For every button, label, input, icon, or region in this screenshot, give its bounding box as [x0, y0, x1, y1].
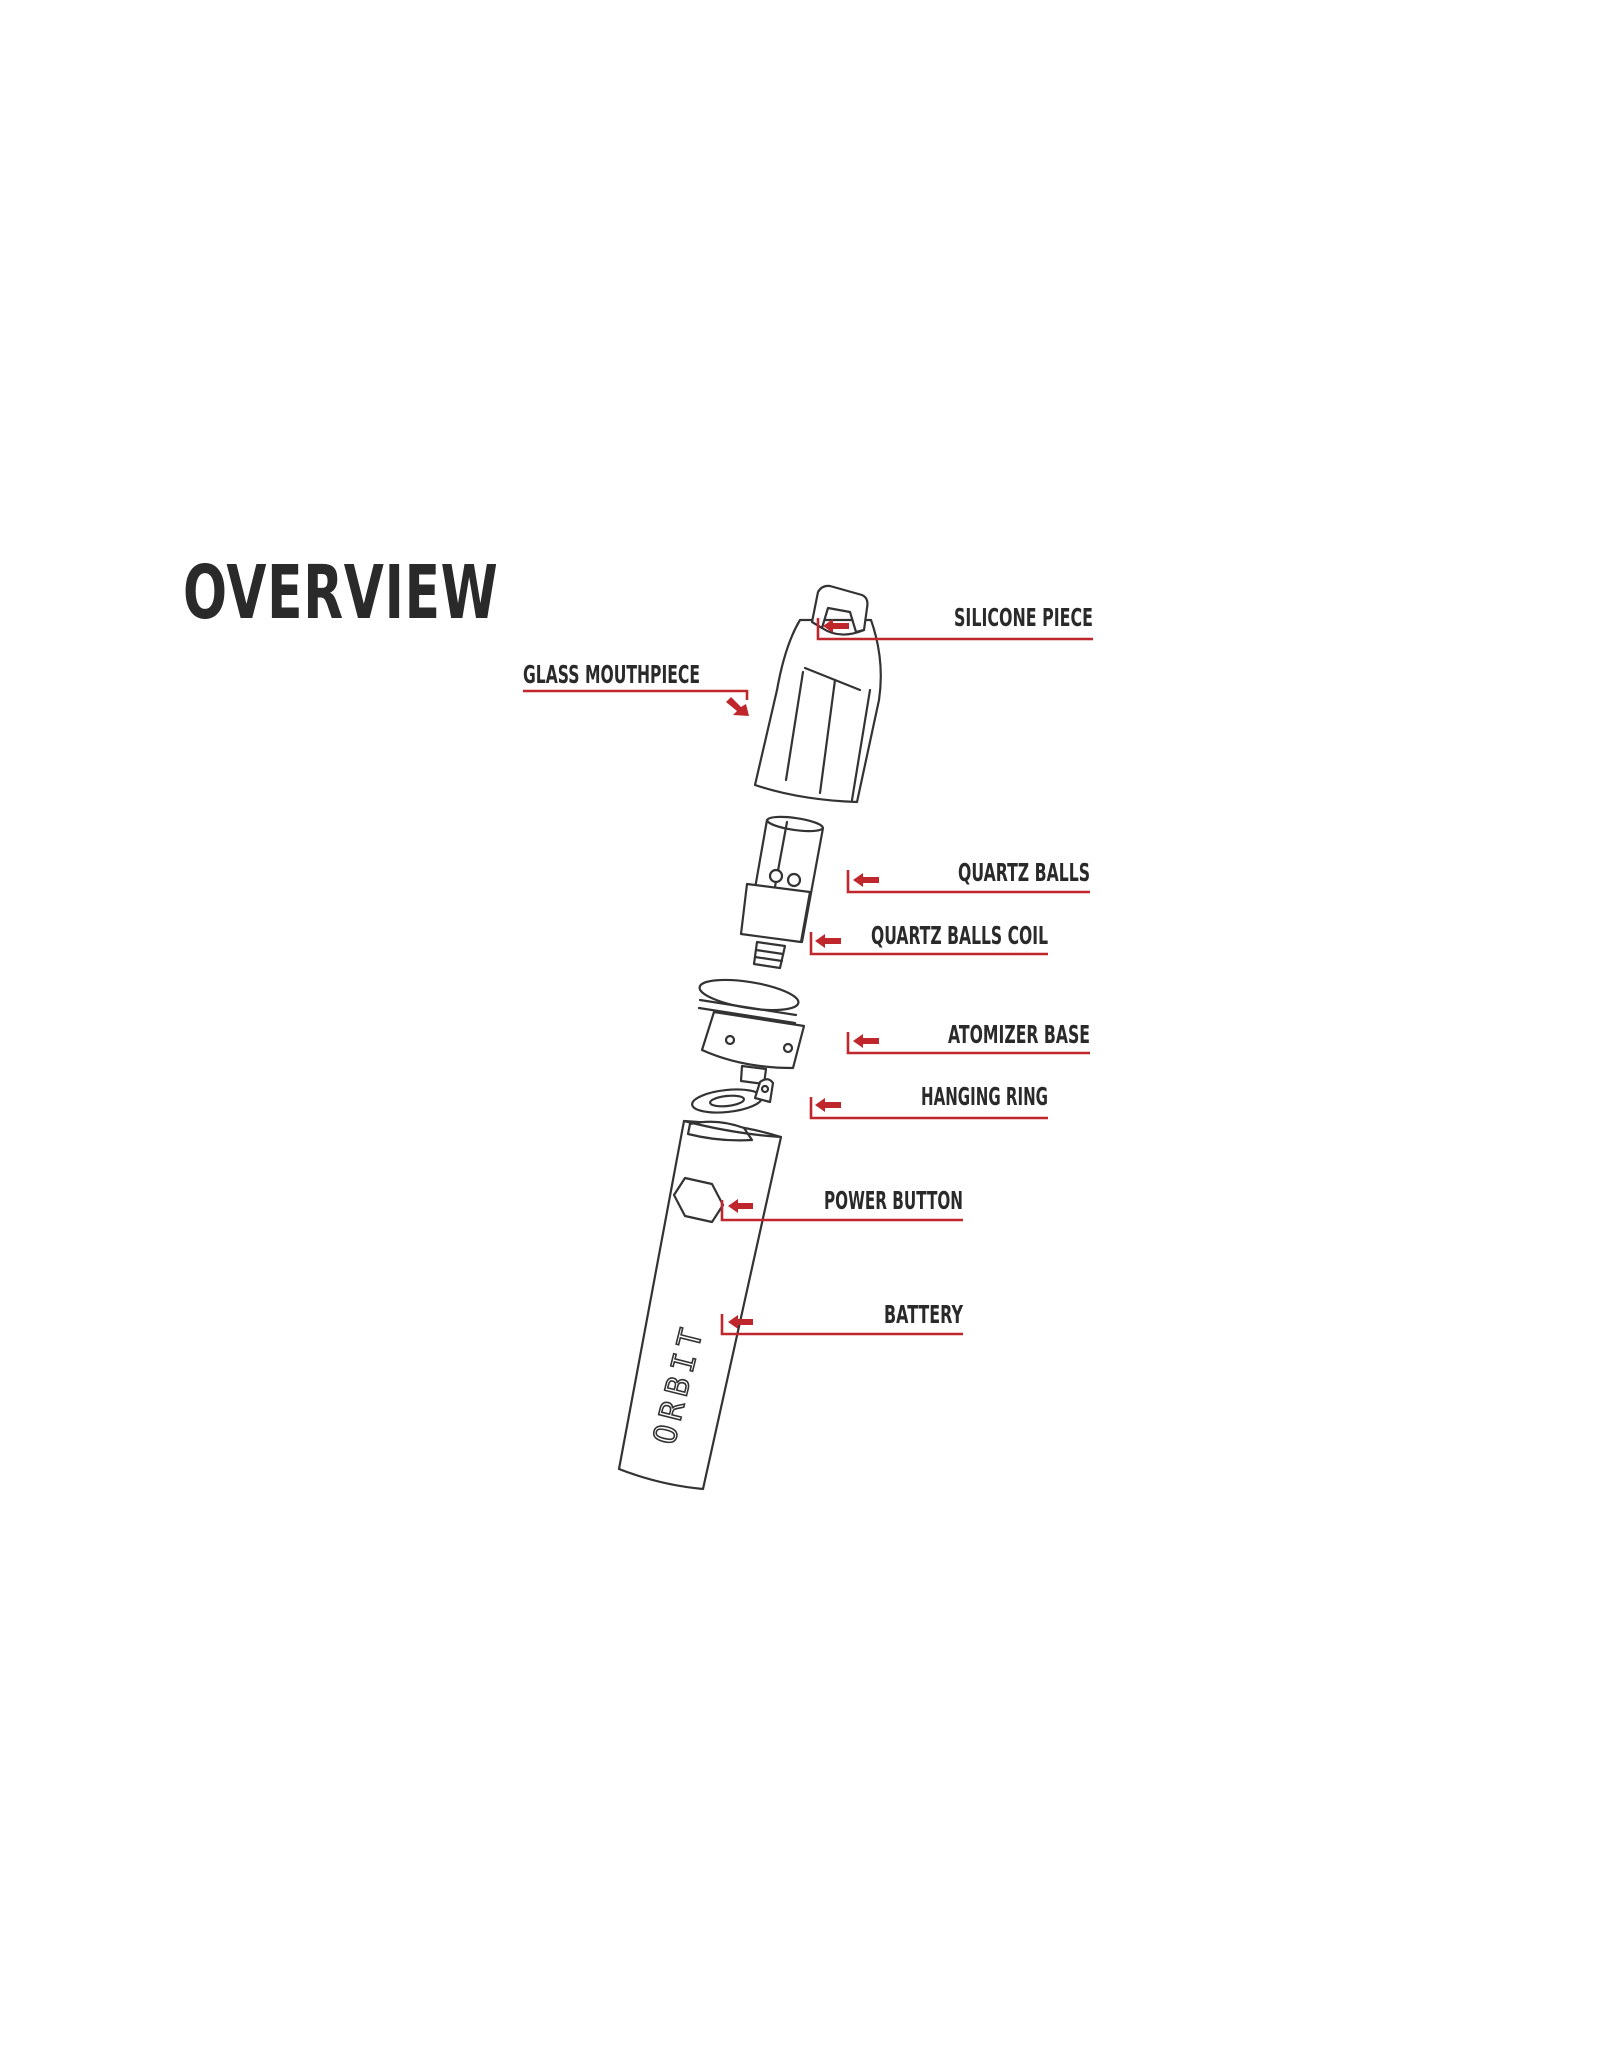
- page-title: OVERVIEW: [183, 550, 499, 636]
- glass-mouthpiece: [753, 618, 882, 804]
- red-arrow-icon: [853, 873, 879, 887]
- red-arrow-icon: [815, 934, 841, 948]
- label-quartz-balls: QUARTZ BALLS: [958, 858, 1090, 887]
- callout-power-button: POWER BUTTON: [720, 1186, 963, 1222]
- label-silicone-piece: SILICONE PIECE: [954, 603, 1093, 632]
- battery: ORBIT: [617, 1119, 783, 1491]
- callout-battery: BATTERY: [720, 1300, 964, 1336]
- red-arrow-icon: [728, 1315, 753, 1329]
- atomizer-base: [697, 978, 806, 1086]
- label-quartz-balls-coil: QUARTZ BALLS COIL: [871, 921, 1048, 950]
- red-arrow-icon: [726, 697, 749, 716]
- power-button-graphic: [672, 1176, 725, 1224]
- callout-hanging-ring: HANGING RING: [809, 1082, 1048, 1120]
- callout-glass-mouthpiece: GLASS MOUTHPIECE: [523, 660, 749, 716]
- label-hanging-ring: HANGING RING: [921, 1082, 1048, 1111]
- red-arrow-icon: [823, 619, 849, 633]
- label-power-button: POWER BUTTON: [824, 1186, 963, 1215]
- callout-silicone-piece: SILICONE PIECE: [816, 603, 1093, 641]
- label-atomizer-base: ATOMIZER BASE: [948, 1020, 1090, 1049]
- label-glass-mouthpiece: GLASS MOUTHPIECE: [523, 660, 700, 689]
- label-battery: BATTERY: [884, 1300, 964, 1329]
- quartz-balls-chamber: [739, 815, 825, 970]
- callout-quartz-balls: QUARTZ BALLS: [846, 858, 1090, 894]
- silicone-piece: [810, 584, 869, 636]
- red-arrow-icon: [815, 1098, 841, 1112]
- callout-quartz-balls-coil: QUARTZ BALLS COIL: [809, 921, 1048, 956]
- hanging-ring: [691, 1078, 775, 1114]
- red-arrow-icon: [728, 1199, 753, 1213]
- callout-atomizer-base: ATOMIZER BASE: [846, 1020, 1090, 1055]
- red-arrow-icon: [853, 1034, 879, 1048]
